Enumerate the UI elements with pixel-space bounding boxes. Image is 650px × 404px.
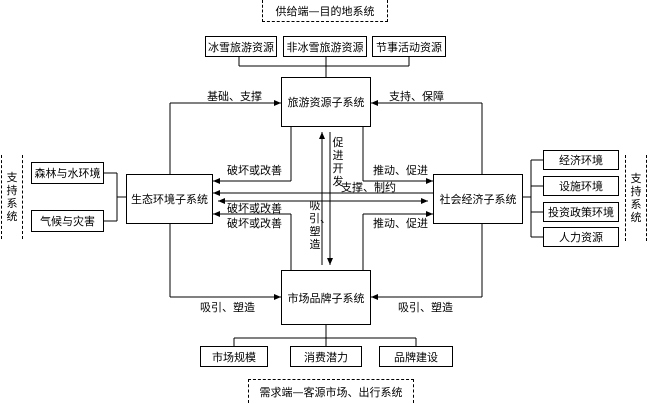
- label-promote-2: 推动、促进: [373, 217, 428, 230]
- left-support-climate-disaster: 气候与灾害: [31, 210, 104, 232]
- right-support-facility: 设施环境: [543, 176, 619, 196]
- label-promote-develop: 促进开发: [332, 136, 344, 188]
- right-support-investment-policy: 投资政策环境: [543, 202, 619, 222]
- label-support-guarantee: 支持、保障: [389, 90, 444, 103]
- label-destroy-improve-2: 破坏或改善: [227, 202, 282, 215]
- market-brand-subsystem: 市场品牌子系统: [281, 270, 371, 325]
- label-support-restrict: 支撑、制约: [341, 181, 396, 194]
- left-support-label: 支持系统: [1, 155, 23, 239]
- supply-title: 供给端—目的地系统: [262, 0, 388, 22]
- label-promote-1: 推动、促进: [373, 164, 428, 177]
- right-support-economy: 经济环境: [543, 150, 619, 170]
- right-support-human-resources: 人力资源: [543, 227, 619, 247]
- demand-title: 需求端—客源市场、出行系统: [248, 379, 414, 403]
- resource-events: 节事活动资源: [372, 36, 446, 57]
- left-support-forest-water: 森林与水环境: [31, 162, 104, 184]
- right-support-label: 支持系统: [625, 155, 647, 241]
- label-attract-shape-right: 吸引、塑造: [398, 301, 453, 314]
- market-scale: 市场规模: [200, 346, 268, 367]
- resource-ice-snow: 冰雪旅游资源: [205, 36, 277, 57]
- socio-economic-subsystem: 社会经济子系统: [433, 174, 523, 224]
- label-attract-shape-v: 吸引、塑造: [309, 199, 331, 251]
- label-destroy-improve-3: 破坏或改善: [227, 217, 282, 230]
- label-base-support: 基础、支撑: [207, 90, 262, 103]
- consumption-potential: 消费潜力: [290, 346, 362, 367]
- label-destroy-improve-1: 破坏或改善: [227, 164, 282, 177]
- ecology-subsystem: 生态环境子系统: [126, 174, 213, 224]
- brand-building: 品牌建设: [379, 346, 453, 367]
- tourism-subsystem: 旅游资源子系统: [281, 77, 371, 127]
- resource-non-ice-snow: 非冰雪旅游资源: [283, 36, 367, 57]
- label-attract-shape-left: 吸引、塑造: [200, 301, 255, 314]
